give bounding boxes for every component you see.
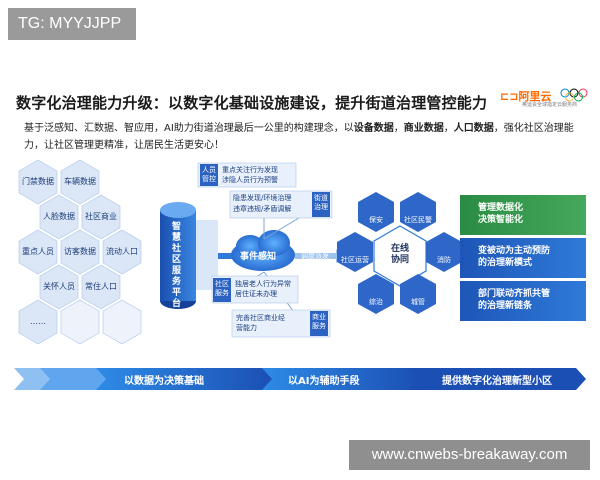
hex-security: 保安 bbox=[369, 216, 383, 224]
hex-label-visitor: 访客数据 bbox=[64, 247, 96, 256]
hex-label-face: 人脸数据 bbox=[43, 212, 75, 221]
hex-label-vehicle: 车辆数据 bbox=[64, 177, 96, 186]
hex-label-access: 门禁数据 bbox=[22, 177, 54, 186]
arrow-label-1: 以数据为决策基础 bbox=[124, 376, 204, 387]
dispatch-label: 调度派发 bbox=[301, 252, 329, 260]
aliyun-logo: ⊏⊐阿里云 奥运会全球指定云服务商 bbox=[500, 86, 590, 112]
hex-urban: 城管 bbox=[411, 298, 425, 306]
personnel-box: 人员管控 bbox=[200, 164, 218, 186]
value-box-2: 变被动为主动预防 的治理新模式 bbox=[460, 238, 586, 278]
service-line-2: 居住证未办理 bbox=[235, 290, 277, 298]
hex-label-resident: 常住人口 bbox=[85, 282, 117, 291]
platform-label: 智慧社区服务平台 bbox=[172, 222, 182, 309]
platform-cylinder bbox=[160, 202, 218, 309]
bottom-arrow-bar bbox=[14, 368, 586, 390]
hex-label-commerce: 社区商业 bbox=[85, 212, 117, 221]
hex-operation: 社区运营 bbox=[341, 256, 369, 264]
commerce-line-2: 营能力 bbox=[236, 324, 257, 332]
logo-tagline: 奥运会全球指定云服务商 bbox=[522, 102, 578, 108]
logo-brand: ⊏⊐阿里云 bbox=[500, 90, 552, 103]
hex-police: 社区民警 bbox=[404, 216, 432, 224]
hex-label-more: …… bbox=[30, 317, 46, 326]
hex-label-key-person: 重点人员 bbox=[22, 247, 54, 256]
arrow-label-3: 提供数字化治理新型小区 bbox=[442, 376, 552, 387]
personnel-line-2: 涉隐人员行为预警 bbox=[222, 176, 278, 184]
street-line-2: 违章违规/矛盾调解 bbox=[233, 205, 292, 213]
commerce-box: 商业服务 bbox=[310, 311, 328, 336]
commerce-line-1: 完善社区商业经 bbox=[236, 314, 285, 322]
olympic-rings-icon bbox=[560, 88, 588, 102]
left-hex-cluster bbox=[18, 159, 142, 345]
value-box-1: 管理数据化 决策智能化 bbox=[460, 195, 586, 235]
service-line-1: 独居老人行为异常 bbox=[235, 280, 291, 288]
event-cloud bbox=[231, 230, 295, 271]
intro-paragraph: 基于泛感知、汇数据、智应用，AI助力街道治理最后一公里的构建理念，以设备数据，商… bbox=[24, 123, 574, 151]
street-line-1: 隐患发现/环境治理 bbox=[233, 194, 292, 202]
street-box: 街道治理 bbox=[312, 192, 330, 217]
service-box: 社区服务 bbox=[213, 278, 231, 302]
page-title: 数字化治理能力升级：以数字化基础设施建设，提升街道治理管控能力 bbox=[16, 94, 488, 112]
value-box-3: 部门联动齐抓共管 的治理新链条 bbox=[460, 281, 586, 321]
event-label: 事件感知 bbox=[240, 252, 277, 262]
right-hex-cluster bbox=[337, 192, 462, 314]
watermark-top: TG: MYYJJPP bbox=[8, 8, 136, 40]
hex-label-care: 关怀人员 bbox=[43, 282, 75, 291]
hex-fire: 消防 bbox=[437, 256, 451, 264]
arrow-label-2: 以AI为辅助手段 bbox=[288, 376, 360, 387]
hex-label-floating: 流动人口 bbox=[106, 247, 138, 256]
personnel-line-1: 重点关注行为发现 bbox=[222, 166, 278, 174]
hex-center-collab: 在线协同 bbox=[390, 244, 409, 265]
watermark-bottom: www.cnwebs-breakaway.com bbox=[349, 440, 590, 470]
hex-governance: 综治 bbox=[369, 298, 383, 306]
